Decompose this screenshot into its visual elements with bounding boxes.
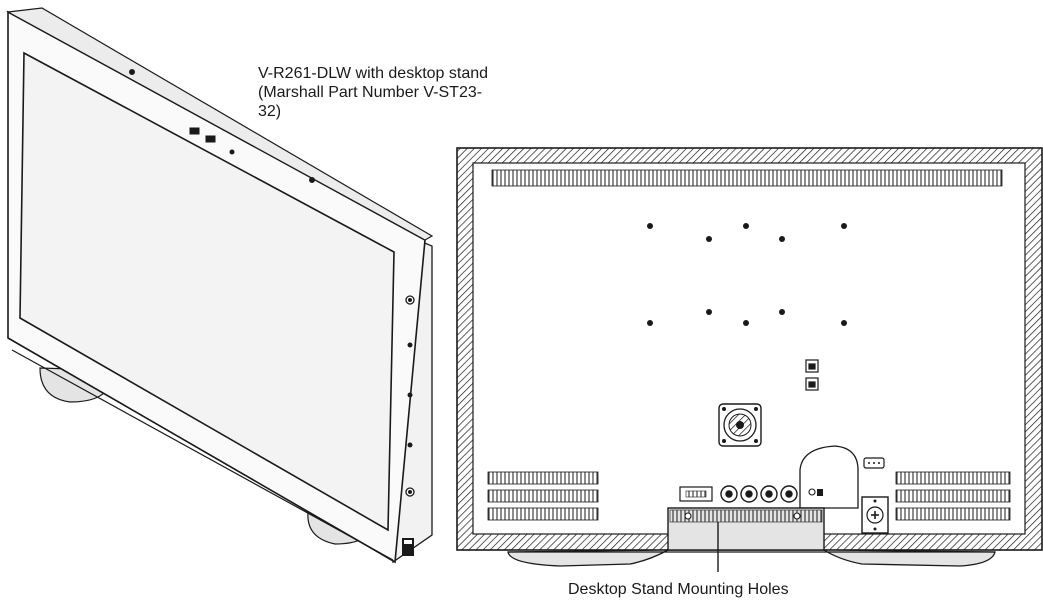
top-vents bbox=[491, 169, 1003, 187]
caption-line: 32) bbox=[258, 103, 282, 120]
connector-housing bbox=[799, 445, 859, 509]
monitor-front-view bbox=[6, 7, 434, 564]
figure-caption: V-R261-DLW with desktop stand (Marshall … bbox=[258, 64, 588, 121]
serial-port bbox=[863, 457, 885, 469]
network-ports bbox=[805, 359, 819, 391]
dvi-port bbox=[679, 486, 713, 502]
monitor-top-edge bbox=[6, 7, 434, 241]
bottom-left-vents bbox=[487, 471, 599, 485]
bottom-right-vents bbox=[895, 471, 1011, 485]
power-inlet bbox=[861, 496, 889, 534]
monitor-lower-bezel bbox=[7, 337, 396, 563]
desktop-stand-mount bbox=[667, 507, 825, 551]
cooling-fan bbox=[718, 403, 762, 447]
caption-line: V-R261-DLW with desktop stand bbox=[258, 65, 489, 82]
monitor-rear-view bbox=[456, 147, 1043, 572]
rear-stand-base bbox=[507, 549, 996, 567]
caption-line: (Marshall Part Number V-ST23- bbox=[258, 84, 483, 101]
bnc-ports bbox=[720, 485, 798, 503]
monitor-screen bbox=[19, 51, 395, 532]
callout-label: Desktop Stand Mounting Holes bbox=[568, 581, 789, 598]
vesa-mounting-holes bbox=[647, 223, 847, 326]
